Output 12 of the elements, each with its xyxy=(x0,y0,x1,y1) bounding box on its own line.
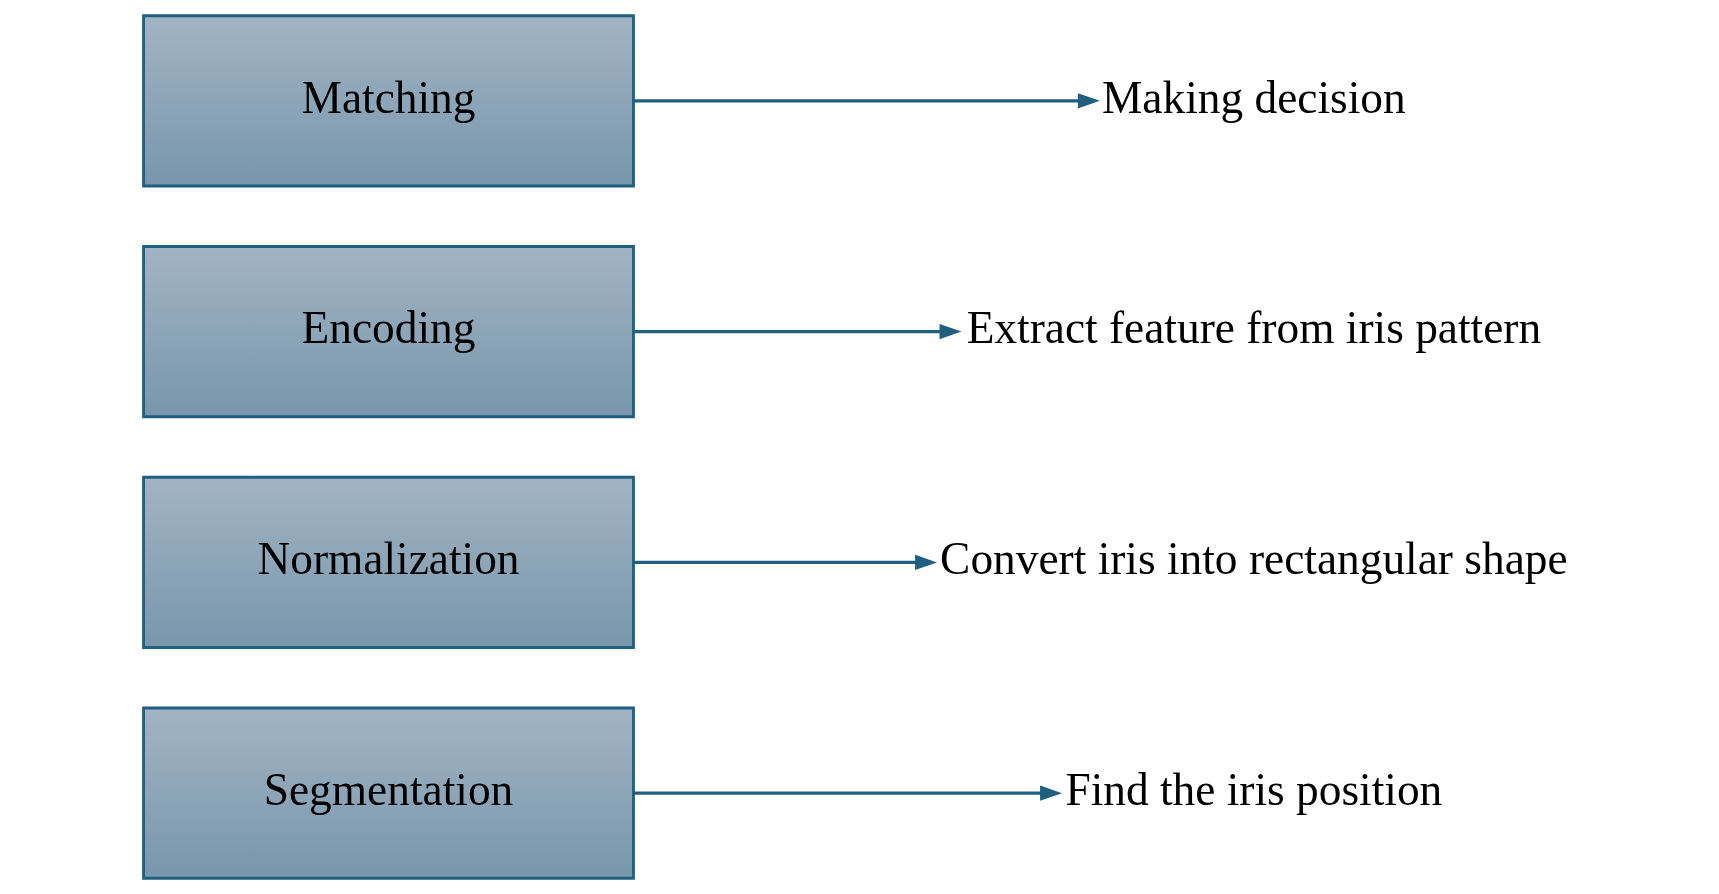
node-text: Convert iris into rectangular shape xyxy=(940,534,1568,585)
arrow xyxy=(633,554,938,571)
node-box: Normalization xyxy=(142,475,635,649)
arrow xyxy=(633,93,1100,109)
arrow xyxy=(633,323,962,340)
node-text: Making decision xyxy=(1102,72,1406,123)
node-box: Encoding xyxy=(142,245,635,419)
node-text: Extract feature from iris pattern xyxy=(966,303,1542,354)
node-box: Segmentation xyxy=(142,706,635,880)
node-text: Find the iris position xyxy=(1065,764,1443,815)
node-box: Matching xyxy=(142,14,635,188)
arrow xyxy=(633,785,1063,801)
